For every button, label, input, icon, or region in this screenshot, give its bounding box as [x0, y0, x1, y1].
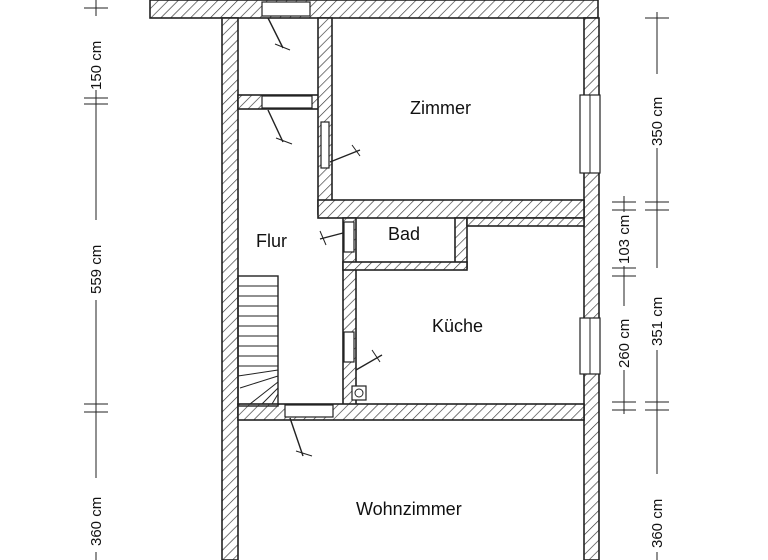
wall-left	[221, 17, 239, 560]
dimension-line-right-outer	[645, 12, 669, 560]
wall-zimmer-bottom	[317, 199, 585, 219]
window-top	[261, 1, 311, 17]
window-bottom	[284, 404, 334, 418]
dimension-label-left-1: 150 cm	[88, 41, 105, 90]
wall-flur-zimmer	[317, 17, 333, 215]
dimension-line-right-inner	[612, 196, 636, 414]
dimension-label-left-2: 559 cm	[88, 245, 105, 294]
room-label-flur: Flur	[256, 231, 287, 251]
dimension-label-right-inner-1: 103 cm	[616, 215, 633, 264]
room-label-bad: Bad	[388, 224, 420, 244]
room-label-wohnzimmer: Wohnzimmer	[356, 499, 462, 519]
door-swings	[267, 17, 383, 457]
room-label-zimmer: Zimmer	[410, 98, 471, 118]
door-zimmer-frame	[320, 121, 330, 169]
door-bad-frame	[343, 221, 355, 253]
wall-bad-kitchen-side	[466, 217, 585, 227]
dimension-label-left-3: 360 cm	[88, 497, 105, 546]
dimension-label-right-outer-1: 350 cm	[649, 97, 666, 146]
dimension-label-right-outer-3: 360 cm	[649, 499, 666, 548]
windows	[261, 1, 601, 418]
dimension-label-right-outer-2: 351 cm	[649, 297, 666, 346]
dimension-label-right-inner-2: 260 cm	[616, 319, 633, 368]
door-kueche-frame	[343, 331, 355, 363]
wall-top	[149, 0, 599, 19]
wall-bad-bottom	[342, 261, 468, 271]
walls	[149, 0, 600, 560]
wall-bad-right	[454, 217, 468, 269]
window-closet	[261, 95, 313, 109]
kitchen-fixture	[351, 385, 367, 401]
dimension-line-left	[84, 0, 108, 560]
staircase	[237, 275, 279, 407]
room-label-kueche: Küche	[432, 316, 483, 336]
